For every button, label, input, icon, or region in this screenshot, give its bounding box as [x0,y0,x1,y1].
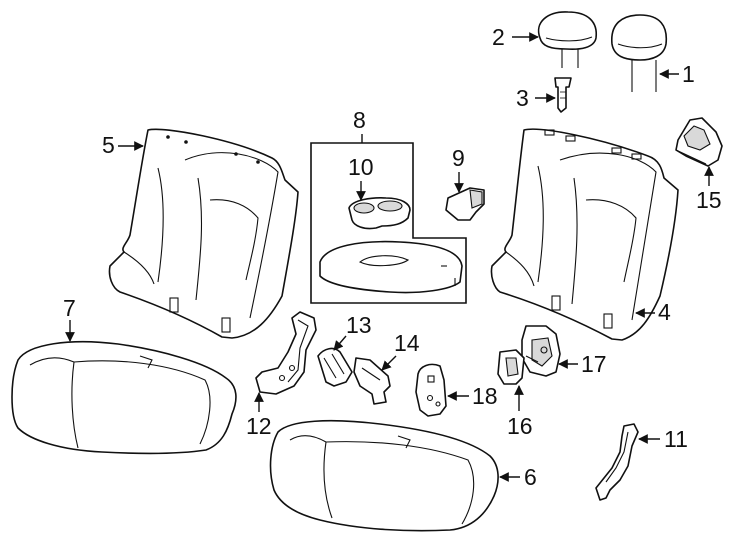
seat-cushion-left [11,340,237,455]
seat-back-left [108,128,299,339]
svg-text:9: 9 [452,145,465,171]
trim-bracket [255,311,317,395]
armrest-assembly-frame [310,142,467,304]
callout-1: 1 [659,61,695,87]
callout-10: 10 [348,154,374,201]
svg-text:6: 6 [524,464,537,490]
callout-4: 4 [635,299,671,325]
svg-text:10: 10 [348,154,374,180]
callout-15: 15 [696,166,722,213]
svg-text:8: 8 [353,107,366,133]
hinge-plate [521,325,561,377]
svg-text:13: 13 [346,312,372,338]
svg-text:11: 11 [664,426,688,452]
callout-11: 11 [638,426,688,452]
side-panel [415,363,447,417]
callout-16: 16 [507,385,533,439]
svg-text:1: 1 [682,61,695,87]
svg-text:4: 4 [658,299,671,325]
svg-text:2: 2 [492,24,505,50]
callout-7: 7 [63,295,76,342]
callout-13: 13 [333,312,372,351]
side-trim [595,423,639,501]
svg-text:5: 5 [102,132,115,158]
seat-back-right [490,128,679,341]
latch [497,349,525,385]
svg-text:14: 14 [394,330,420,356]
callout-3: 3 [516,85,556,111]
svg-text:17: 17 [581,351,607,377]
headrest-right [611,14,668,92]
trim-piece [353,357,391,405]
headrest-left [537,11,597,68]
callout-9: 9 [452,145,465,193]
armrest [319,240,463,294]
svg-text:3: 3 [516,85,529,111]
svg-text:7: 7 [63,295,76,321]
cup-holder [348,197,411,230]
callout-6: 6 [499,464,537,490]
headrest-guide [554,77,572,113]
callout-8: 8 [353,107,366,143]
armrest-bracket [445,187,485,221]
callout-12: 12 [246,392,272,439]
callout-17: 17 [558,351,607,377]
svg-text:16: 16 [507,413,533,439]
svg-text:15: 15 [696,187,722,213]
callout-18: 18 [447,383,498,409]
svg-text:18: 18 [472,383,498,409]
callout-5: 5 [102,132,144,158]
callout-2: 2 [492,24,539,50]
hinge-cover [675,117,723,167]
callout-14: 14 [381,330,420,371]
svg-text:12: 12 [246,413,272,439]
small-cover [317,347,353,387]
seat-cushion-right [269,419,499,532]
